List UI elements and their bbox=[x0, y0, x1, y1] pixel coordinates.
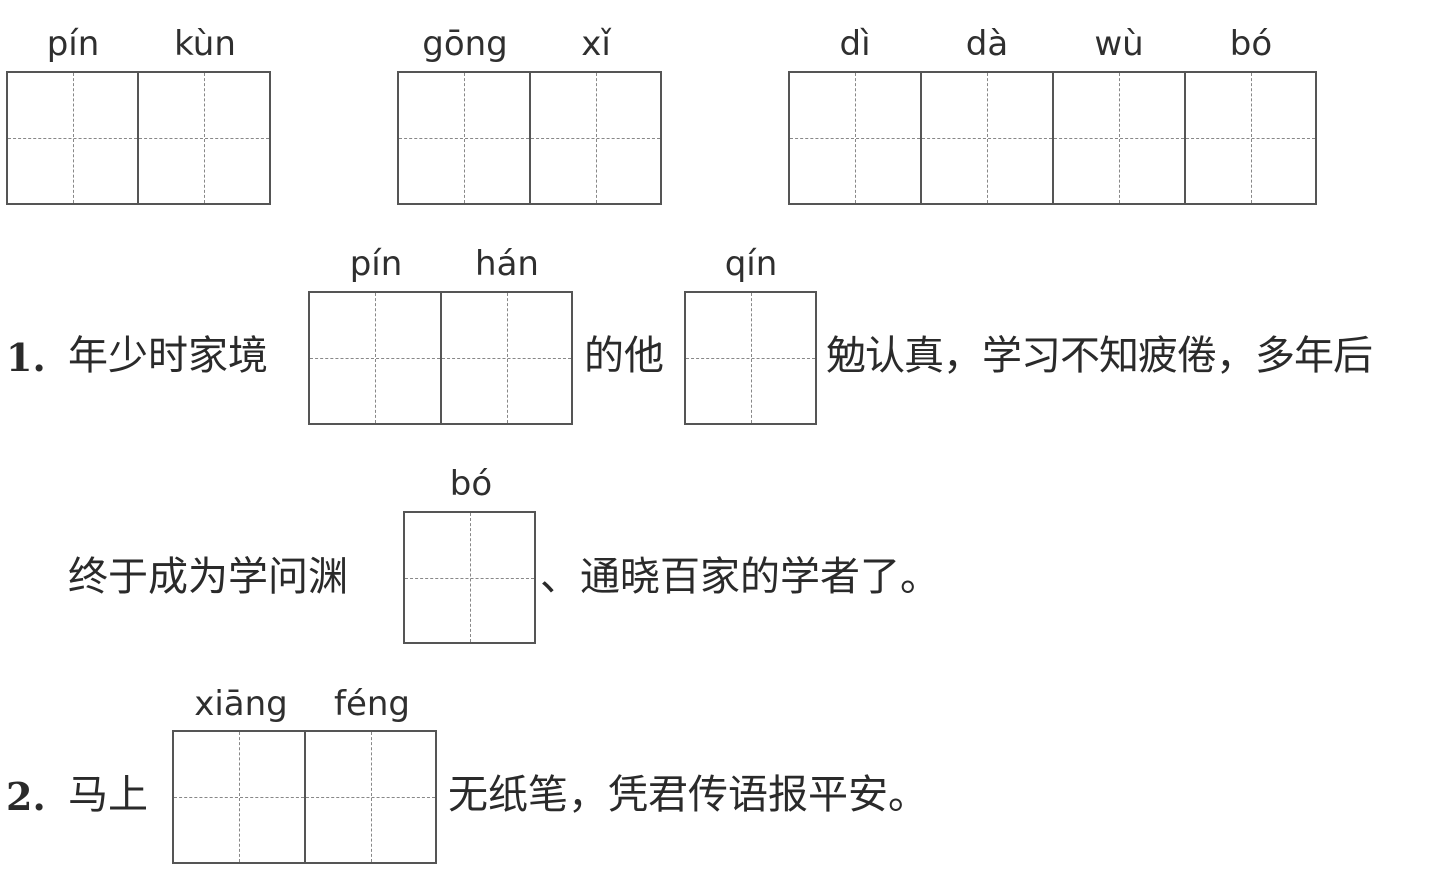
pinyin-xiang-q2: xiāng bbox=[194, 684, 288, 724]
answer-cell[interactable] bbox=[172, 730, 306, 864]
pinyin-qin-q1: qín bbox=[724, 244, 778, 284]
pinyin-bo-q1: bó bbox=[449, 464, 493, 504]
pinyin-wu: wù bbox=[1094, 24, 1144, 64]
answer-cell[interactable] bbox=[440, 291, 573, 425]
pinyin-feng-q2: féng bbox=[333, 684, 411, 724]
q1-text-after: 勉认真，学习不知疲倦，多年后 bbox=[826, 333, 1373, 379]
question-number-1: 1. bbox=[6, 335, 46, 380]
answer-cell[interactable] bbox=[308, 291, 442, 425]
pinyin-xi: xǐ bbox=[581, 24, 611, 64]
answer-cell[interactable] bbox=[788, 71, 922, 205]
q1-text-middle: 的他 bbox=[584, 333, 664, 379]
answer-cell[interactable] bbox=[6, 71, 139, 205]
pinyin-pin-q1: pín bbox=[349, 244, 403, 284]
answer-cell[interactable] bbox=[920, 71, 1054, 205]
pinyin-han-q1: hán bbox=[475, 244, 539, 284]
answer-cell[interactable] bbox=[529, 71, 662, 205]
answer-cell[interactable] bbox=[304, 730, 437, 864]
q1-line2-after: 、通晓百家的学者了。 bbox=[540, 554, 940, 600]
q1-text-before: 年少时家境 bbox=[68, 333, 268, 379]
question-number-2: 2. bbox=[6, 774, 46, 819]
answer-cell[interactable] bbox=[1184, 71, 1317, 205]
pinyin-gong: gōng bbox=[422, 24, 508, 64]
answer-cell[interactable] bbox=[397, 71, 531, 205]
pinyin-pin: pín bbox=[46, 24, 100, 64]
q1-line2-before: 终于成为学问渊 bbox=[68, 554, 348, 600]
answer-cell[interactable] bbox=[1052, 71, 1186, 205]
q2-text-before: 马上 bbox=[68, 772, 148, 818]
answer-cell[interactable] bbox=[403, 511, 536, 644]
answer-cell[interactable] bbox=[137, 71, 271, 205]
pinyin-bo: bó bbox=[1229, 24, 1273, 64]
pinyin-da: dà bbox=[965, 24, 1009, 64]
q2-text-after: 无纸笔，凭君传语报平安。 bbox=[448, 772, 928, 818]
answer-cell[interactable] bbox=[684, 291, 817, 425]
pinyin-di: dì bbox=[839, 24, 871, 64]
pinyin-kun: kùn bbox=[174, 24, 236, 64]
